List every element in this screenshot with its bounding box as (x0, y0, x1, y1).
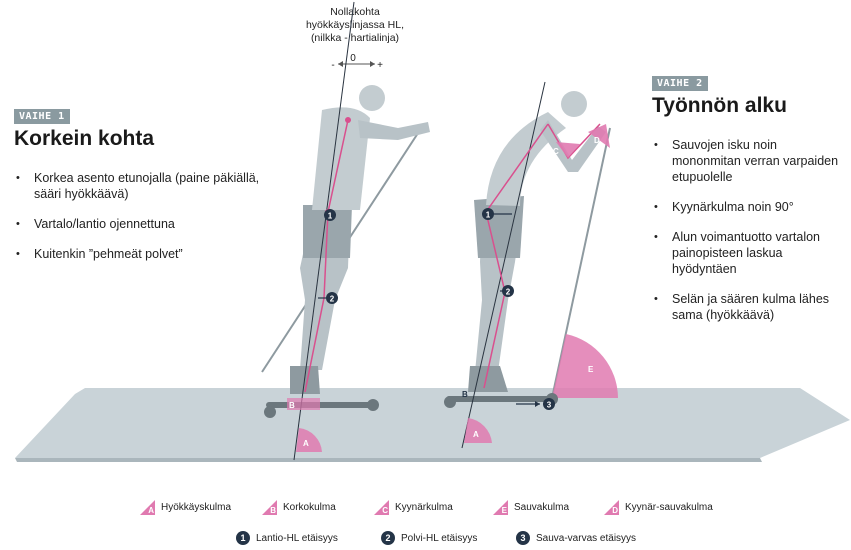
legend-distance-1: 1 Lantio-HL etäisyys (236, 531, 338, 545)
angle-a-icon: A (140, 500, 155, 515)
legend-distance-3-label: Sauva-varvas etäisyys (536, 533, 636, 544)
legend-distance-1-label: Lantio-HL etäisyys (256, 533, 338, 544)
legend-distance-2: 2 Polvi-HL etäisyys (381, 531, 477, 545)
angle-b-icon: B (262, 500, 277, 515)
distance-3-icon: 3 (516, 531, 530, 545)
legend-angle-b-label: Korkokulma (283, 502, 336, 513)
legend-angle-a: A Hyökkäyskulma (140, 500, 231, 515)
angle-c-icon: C (374, 500, 389, 515)
angle-e-icon: E (493, 500, 508, 515)
angle-d-icon: D (604, 500, 619, 515)
distance-2-icon: 2 (381, 531, 395, 545)
legend-angle-d-label: Kyynär-sauvakulma (625, 502, 713, 513)
legend-angle-c-label: Kyynärkulma (395, 502, 453, 513)
legend-distance-3: 3 Sauva-varvas etäisyys (516, 531, 636, 545)
legend-angle-e: E Sauvakulma (493, 500, 569, 515)
legend-angle-d: D Kyynär-sauvakulma (604, 500, 713, 515)
legend-distance-2-label: Polvi-HL etäisyys (401, 533, 477, 544)
legend-angle-e-label: Sauvakulma (514, 502, 569, 513)
distance-1-icon: 1 (236, 531, 250, 545)
legend-angle-a-label: Hyökkäyskulma (161, 502, 231, 513)
legend-angle-b: B Korkokulma (262, 500, 336, 515)
legend-angle-c: C Kyynärkulma (374, 500, 453, 515)
